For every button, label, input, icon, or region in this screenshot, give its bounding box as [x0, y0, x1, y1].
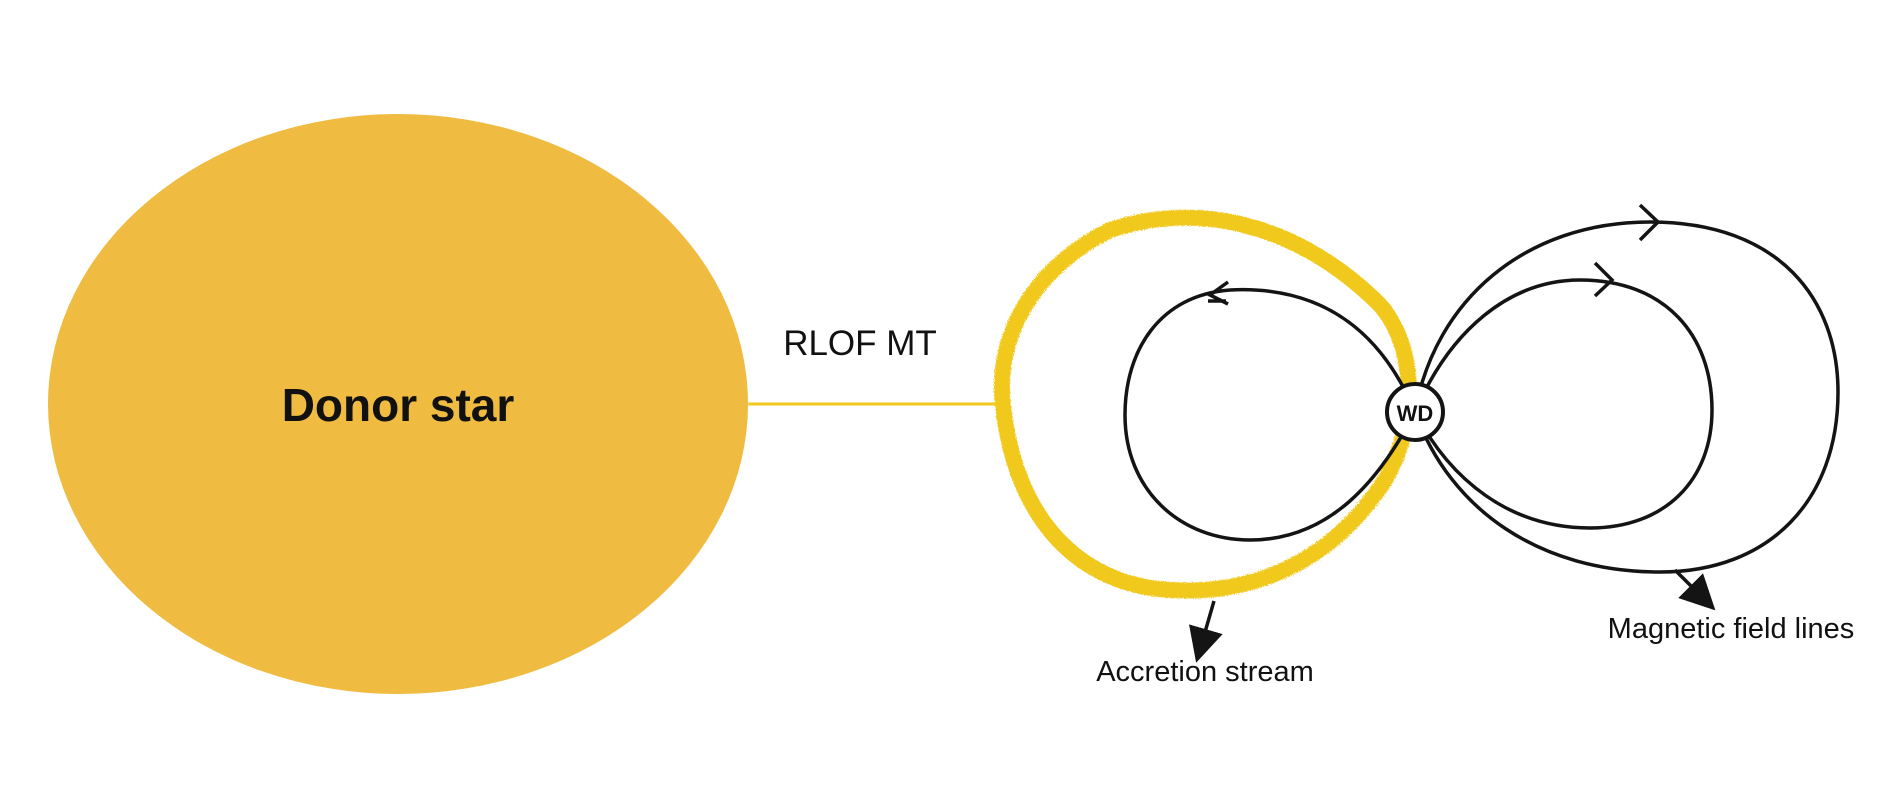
magnetic-field-line-outer-right	[1413, 220, 1840, 574]
rlof-label: RLOF MT	[783, 324, 937, 363]
magnetic-field-line-inner-right	[1413, 278, 1714, 530]
donor-star-label: Donor star	[282, 379, 515, 431]
white-dwarf-label: WD	[1397, 401, 1434, 426]
donor-star	[48, 114, 748, 694]
accretion-stream-label: Accretion stream	[1096, 656, 1314, 688]
white-dwarf	[1385, 382, 1445, 442]
magnetic-field-lines-label: Magnetic field lines	[1608, 613, 1855, 645]
accretion-stream-pointer	[1189, 600, 1223, 663]
field-direction-arrow-left	[1206, 280, 1230, 306]
rlof-stream	[747, 385, 1003, 423]
accretion-stream-loop	[994, 209, 1417, 599]
field-direction-arrow-inner-right	[1593, 261, 1615, 298]
magnetic-field-lines-pointer	[1673, 568, 1716, 611]
magnetic-field-line-inner-left	[1123, 288, 1417, 542]
field-direction-arrow-outer-right	[1638, 203, 1661, 242]
